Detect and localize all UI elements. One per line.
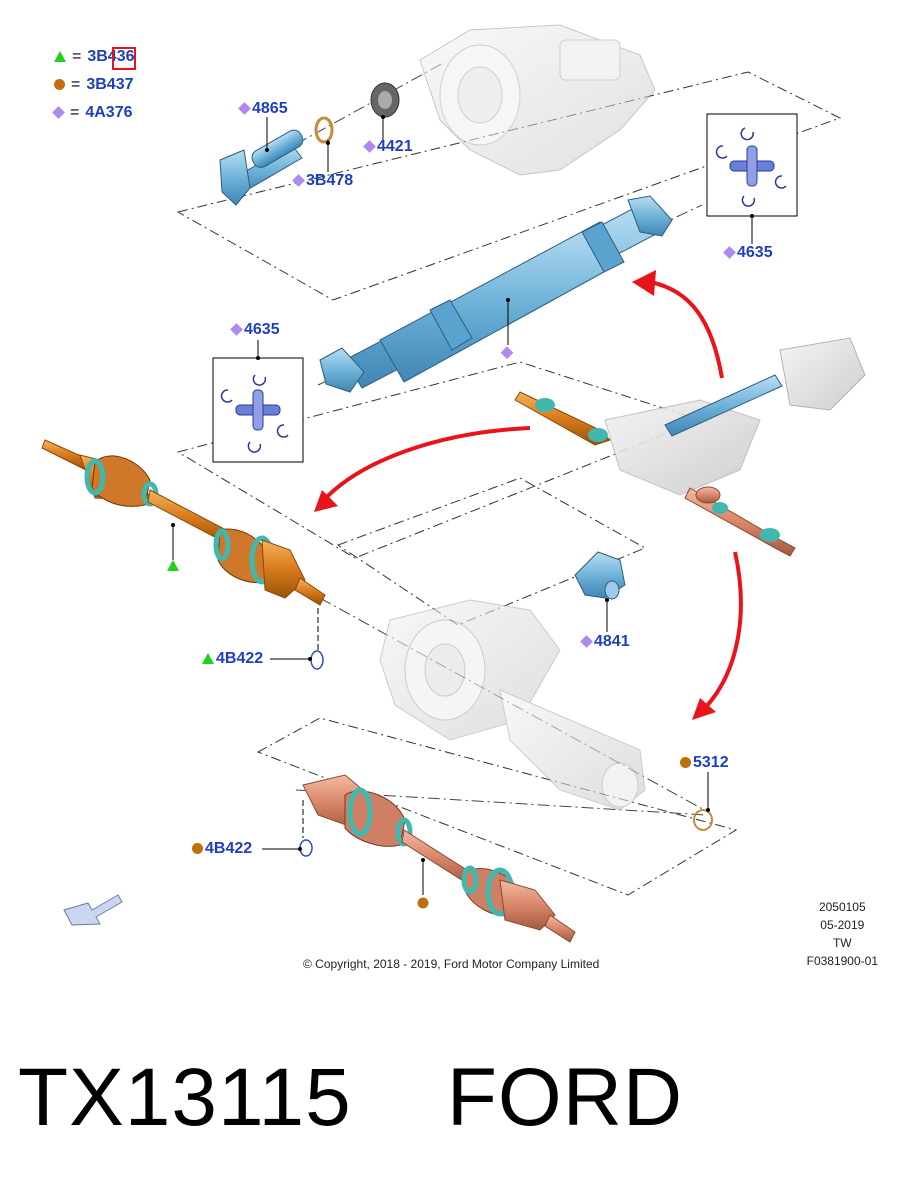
diamond-icon — [230, 323, 243, 337]
callout-4635-top[interactable]: 4635 — [722, 244, 773, 262]
callout-4b422-orange[interactable]: 4B422 — [192, 840, 252, 858]
diamond-icon — [238, 102, 251, 116]
meta-code: 2050105 — [818, 900, 866, 914]
meta-figure-id: F0381900-01 — [806, 954, 878, 968]
u-joint-box-top — [706, 113, 798, 244]
circle-icon — [192, 843, 203, 855]
diamond-icon — [363, 140, 376, 154]
u-joint-box-left — [212, 340, 304, 463]
diamond-icon — [580, 635, 593, 649]
callout-3b478[interactable]: 3B478 — [291, 172, 353, 190]
transmission-middle-ghost — [379, 599, 646, 811]
half-shaft-copper[interactable] — [302, 774, 576, 943]
diamond-icon — [723, 246, 736, 260]
orientation-arrow-icon — [63, 894, 123, 926]
diamond-icon — [52, 106, 65, 120]
callout-4865[interactable]: 4865 — [237, 100, 288, 118]
diamond-icon — [292, 174, 305, 188]
circlip-green-4b422[interactable] — [310, 650, 324, 670]
meta-region: TW — [832, 936, 852, 950]
highlight-box — [112, 47, 136, 70]
legend-code: 4A376 — [85, 104, 133, 121]
half-shaft-orange[interactable] — [41, 439, 326, 606]
legend-code: 3B436 — [87, 48, 135, 65]
figure-meta: 2050105 05-2019 TW F0381900-01 — [807, 898, 878, 970]
legend: =3B436 =3B437 =4A376 — [52, 47, 135, 123]
propeller-shaft[interactable] — [319, 195, 673, 393]
circle-icon — [680, 757, 691, 769]
leader-lines — [266, 117, 384, 172]
assembly-overview — [514, 337, 866, 557]
meta-date: 05-2019 — [820, 918, 865, 932]
legend-code: 3B437 — [86, 76, 134, 93]
transmission-top-ghost — [419, 24, 656, 176]
triangle-icon — [54, 51, 66, 63]
callout-4b422-green[interactable]: 4B422 — [202, 650, 263, 668]
frame-bottom-group — [256, 717, 738, 896]
callout-4421[interactable]: 4421 — [362, 138, 413, 156]
callout-4635-left[interactable]: 4635 — [229, 321, 280, 339]
red-arrowheads — [314, 270, 716, 720]
copyright-text: © Copyright, 2018 - 2019, Ford Motor Com… — [303, 957, 600, 971]
circle-icon — [54, 79, 65, 91]
callout-4841[interactable]: 4841 — [579, 633, 630, 651]
callout-5312[interactable]: 5312 — [680, 754, 729, 772]
legend-item-triangle: =3B436 — [54, 47, 135, 67]
exploded-parts-diagram — [41, 24, 866, 943]
red-curved-arrow-icon — [320, 280, 743, 710]
legend-item-diamond: =4A376 — [52, 103, 135, 123]
part-3b478-snap-ring[interactable] — [314, 116, 334, 144]
part-5312-seal[interactable] — [693, 809, 713, 831]
part-4421-seal[interactable] — [370, 82, 400, 118]
frame-top-group — [176, 71, 842, 301]
part-4841-yoke[interactable] — [574, 551, 626, 632]
u-joint-cross-icon — [235, 389, 281, 431]
legend-item-circle: =3B437 — [54, 75, 135, 95]
circlip-orange-4b422[interactable] — [299, 839, 313, 857]
footer-title: TX13115 FORD — [18, 1052, 684, 1143]
leader-dots — [171, 115, 754, 862]
u-joint-cross-icon — [729, 145, 775, 187]
part-4865-yoke-shaft[interactable] — [219, 127, 306, 206]
triangle-icon — [202, 653, 214, 665]
